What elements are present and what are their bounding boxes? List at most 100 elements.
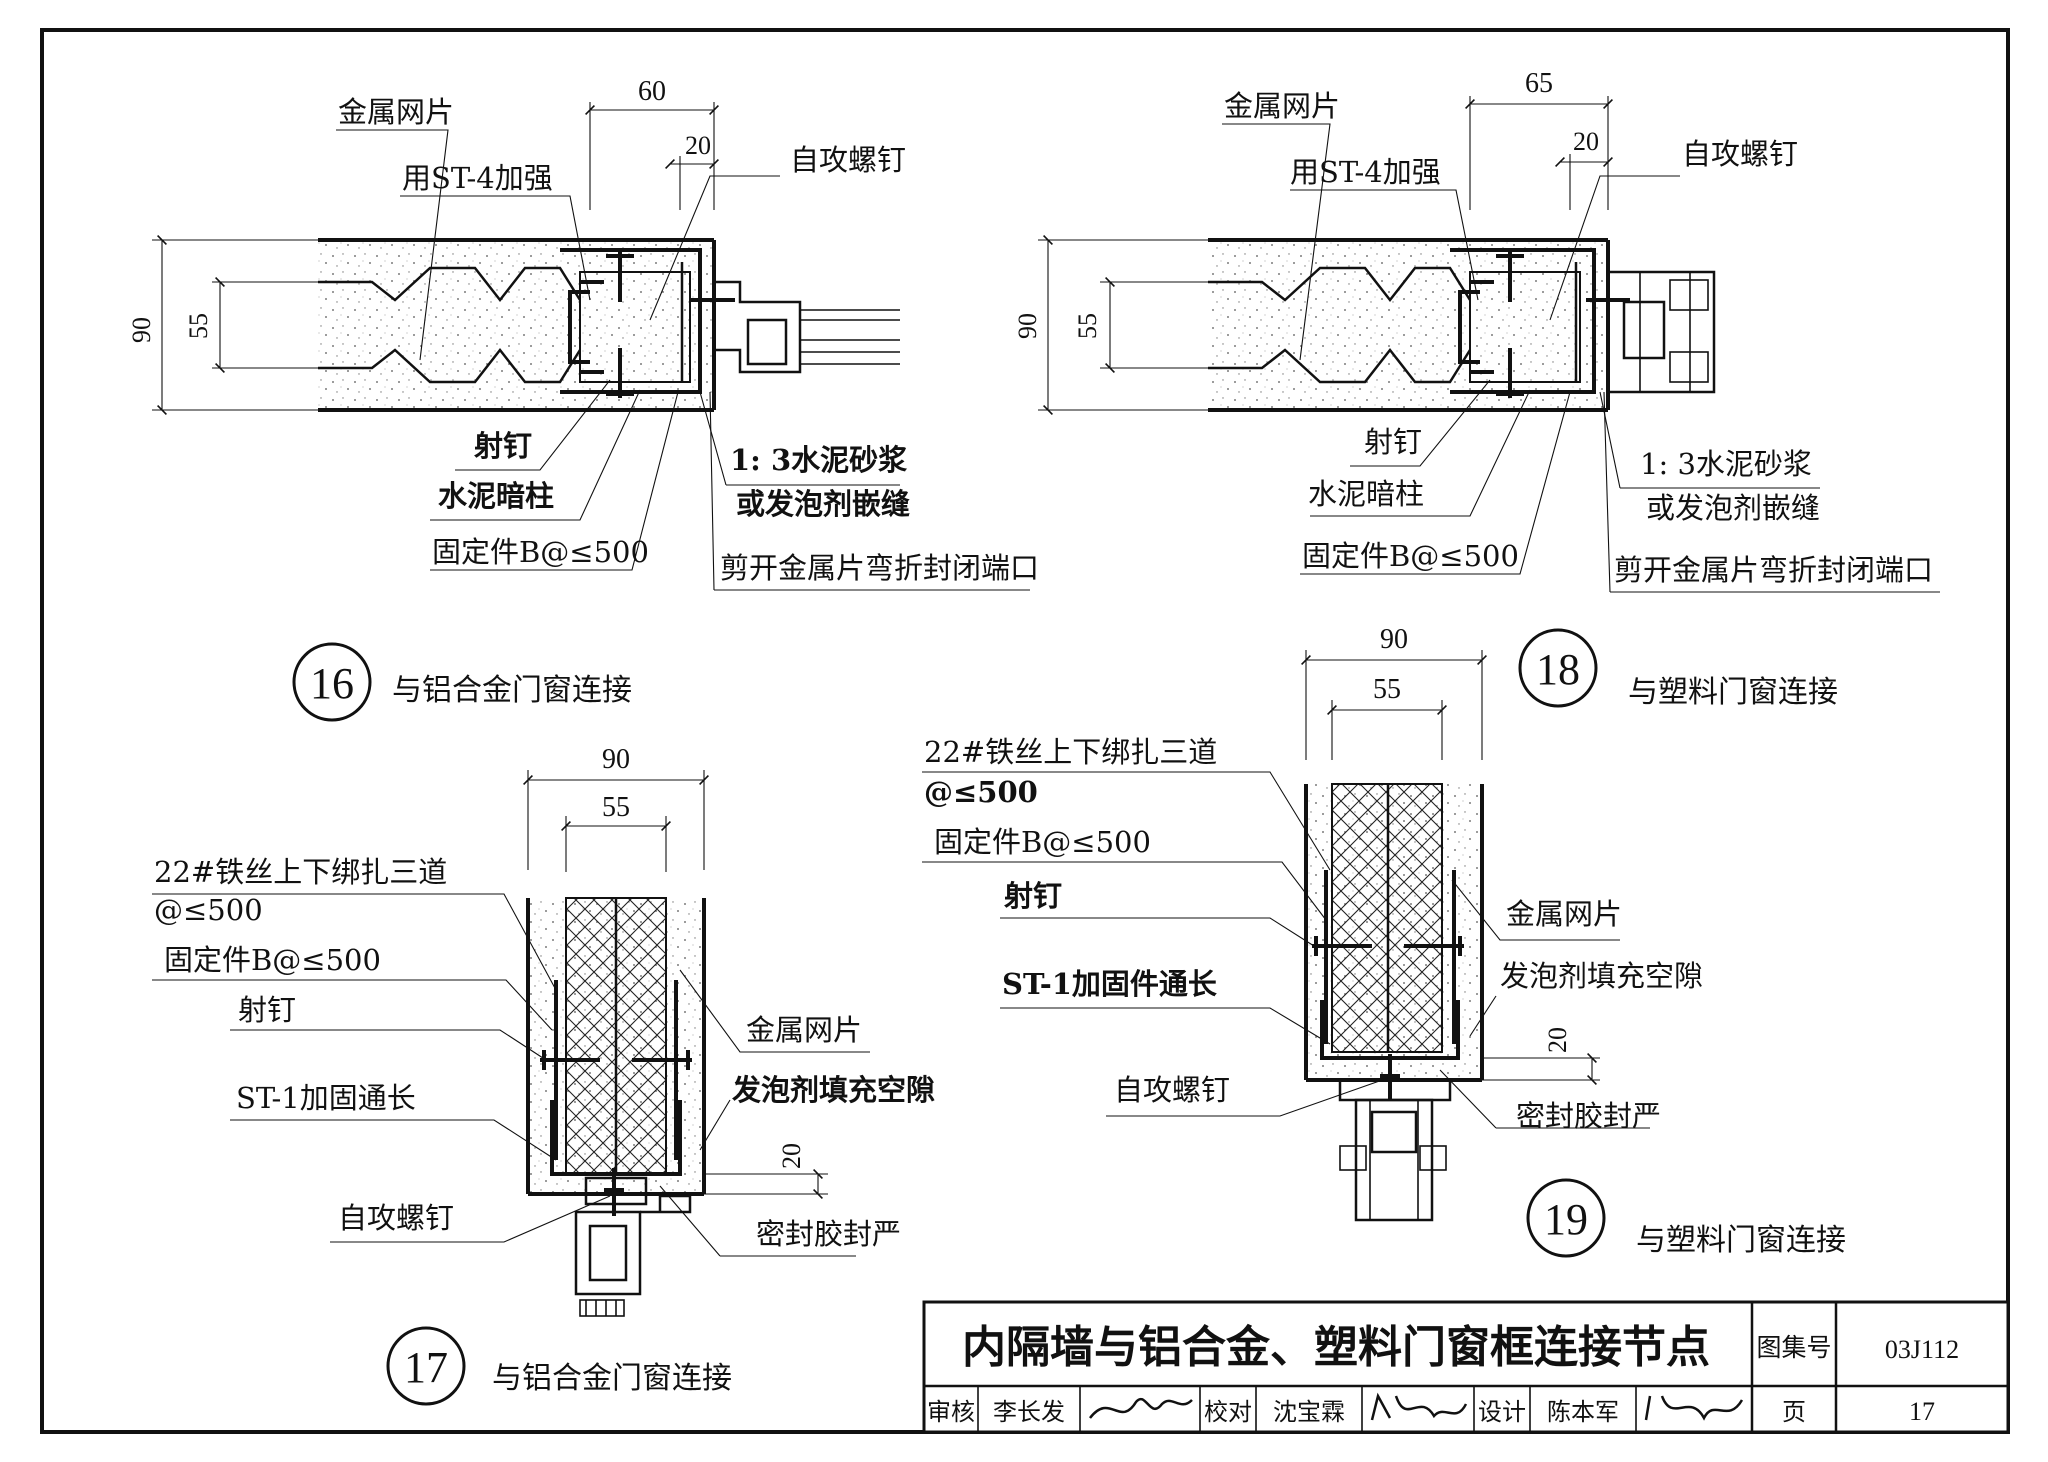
mesh-zigzag: [318, 266, 582, 303]
detail-caption: 与塑料门窗连接: [1636, 1223, 1846, 1258]
label-st4: 用ST-4加强: [402, 161, 553, 195]
atlas-number: 03J112: [1885, 1335, 1959, 1364]
label-metal-mesh: 金属网片: [746, 1013, 862, 1047]
dim-core: 55: [1373, 674, 1401, 705]
aluminum-frame: [714, 280, 802, 374]
label-screw: 自攻螺钉: [1114, 1073, 1230, 1107]
label-concrete-column: 水泥暗柱: [1308, 477, 1424, 511]
label-sealant: 密封胶封严: [756, 1217, 901, 1251]
dim-wall: 90: [1380, 624, 1408, 655]
dimensions-17: 90 55 20: [523, 744, 828, 1199]
label-wire-2: @≤500: [924, 775, 1038, 809]
label-mortar-2: 或发泡剂嵌缝: [736, 487, 910, 521]
nail: [1312, 936, 1464, 956]
label-wire-1: 22#铁丝上下绑扎三道: [924, 735, 1217, 769]
st4-channel: [568, 290, 590, 364]
reviewer-signature: [1089, 1398, 1193, 1419]
checker-name: 沈宝霖: [1273, 1398, 1345, 1426]
label-nail: 射钉: [238, 993, 296, 1027]
detail-number-circle: [292, 642, 372, 722]
dim-wall: 90: [127, 317, 156, 343]
wall-section: [318, 240, 714, 410]
concrete-column: [1469, 271, 1581, 383]
dim-core: 55: [602, 792, 630, 823]
label-concrete-column: 水泥暗柱: [438, 479, 554, 513]
dim-gap: 20: [1543, 1027, 1572, 1053]
dim-gap: 20: [777, 1143, 806, 1169]
plastic-frame: [1606, 270, 1716, 394]
page-number: 17: [1909, 1397, 1935, 1426]
label-fixing: 固定件B@≤500: [164, 943, 381, 977]
label-wire-1: 22#铁丝上下绑扎三道: [154, 855, 447, 889]
nail: [1496, 252, 1524, 302]
review-label: 审核: [927, 1398, 975, 1426]
dim-gap: 20: [1573, 127, 1599, 156]
check-label: 校对: [1204, 1398, 1252, 1426]
label-screw: 自攻螺钉: [1682, 137, 1798, 171]
label-sealant: 密封胶封严: [1516, 1099, 1661, 1133]
dim-overall: 65: [1525, 68, 1553, 99]
plastic-frame: [1338, 1078, 1452, 1222]
label-screw: 自攻螺钉: [790, 143, 906, 177]
design-label: 设计: [1478, 1398, 1526, 1426]
label-mortar-1: 1: 3水泥砂浆: [730, 443, 908, 477]
detail-19: 90 55 20 22#铁丝上下绑扎三道 @≤500 固定件B@≤500 射钉 …: [922, 624, 1846, 1258]
detail-number: 16: [310, 659, 354, 708]
detail-18: 65 20 90 55 金属网片 用ST-4加强 自攻螺钉 射钉 水: [1013, 68, 1940, 710]
atlas-label: 图集号: [1756, 1333, 1831, 1362]
label-nail: 射钉: [473, 429, 532, 463]
screw: [690, 292, 735, 308]
dim-core: 55: [1073, 313, 1102, 339]
screw: [604, 1168, 624, 1216]
dim-overall: 60: [638, 76, 666, 107]
label-metal-mesh: 金属网片: [1224, 89, 1340, 123]
dimensions-18: 65 20 90 55: [1013, 68, 1613, 415]
label-foam: 发泡剂填充空隙: [731, 1073, 935, 1107]
label-fixing: 固定件B@≤500: [934, 825, 1151, 859]
nail: [606, 252, 634, 302]
detail-caption: 与铝合金门窗连接: [492, 1361, 732, 1396]
designer-name: 陈本军: [1547, 1398, 1619, 1426]
label-metal-mesh: 金属网片: [1506, 897, 1622, 931]
label-mortar-2: 或发泡剂嵌缝: [1646, 491, 1820, 525]
sheet-title: 内隔墙与铝合金、塑料门窗框连接节点: [962, 1322, 1710, 1373]
dim-gap: 20: [685, 131, 711, 160]
nail: [540, 1050, 692, 1070]
label-fixing: 固定件B@≤500: [1302, 539, 1519, 573]
detail-number: 18: [1536, 645, 1580, 694]
label-cut-fold: 剪开金属片弯折封闭端口: [1614, 553, 1933, 587]
detail-caption: 与铝合金门窗连接: [392, 673, 632, 708]
label-mortar-1: 1: 3水泥砂浆: [1640, 447, 1812, 481]
fixing-plate: [1450, 248, 1596, 394]
detail-number: 19: [1544, 1195, 1588, 1244]
label-metal-mesh: 金属网片: [338, 95, 454, 129]
checker-signature: [1370, 1392, 1468, 1421]
detail-number-circle: [1518, 628, 1598, 708]
detail-16: 60 20 90 55 金属网片 用ST-4加强 自攻螺钉 射钉: [127, 76, 1039, 722]
page-label: 页: [1782, 1398, 1806, 1426]
designer-signature: [1644, 1395, 1744, 1421]
dim-wall: 90: [602, 744, 630, 775]
title-block: 内隔墙与铝合金、塑料门窗框连接节点 图集号 03J112 审核 李长发 校对 沈…: [922, 1300, 2010, 1434]
reviewer-name: 李长发: [993, 1398, 1065, 1426]
label-fixing: 固定件B@≤500: [432, 535, 649, 569]
wall-section: [1208, 240, 1608, 410]
concrete-column: [579, 271, 691, 383]
label-st1: ST-1加固件通长: [1002, 967, 1218, 1001]
label-st4: 用ST-4加强: [1290, 155, 1441, 189]
detail-number-circle: [1526, 1178, 1606, 1258]
dim-wall: 90: [1013, 313, 1042, 339]
label-screw: 自攻螺钉: [338, 1201, 454, 1235]
detail-number-circle: [386, 1326, 466, 1406]
label-wire-2: @≤500: [154, 893, 263, 927]
dimensions-16: 60 20 90 55: [127, 76, 719, 415]
detail-17: 90 55 20 22#铁丝上下绑扎三道 @≤500 固定件B@≤500 射钉 …: [152, 744, 935, 1406]
aluminum-frame: [574, 1176, 692, 1317]
label-nail: 射钉: [1364, 425, 1422, 459]
detail-caption: 与塑料门窗连接: [1628, 675, 1838, 710]
label-foam: 发泡剂填充空隙: [1500, 959, 1703, 993]
label-st1: ST-1加固通长: [236, 1081, 416, 1115]
screw: [1586, 292, 1630, 308]
label-cut-fold: 剪开金属片弯折封闭端口: [720, 551, 1039, 585]
